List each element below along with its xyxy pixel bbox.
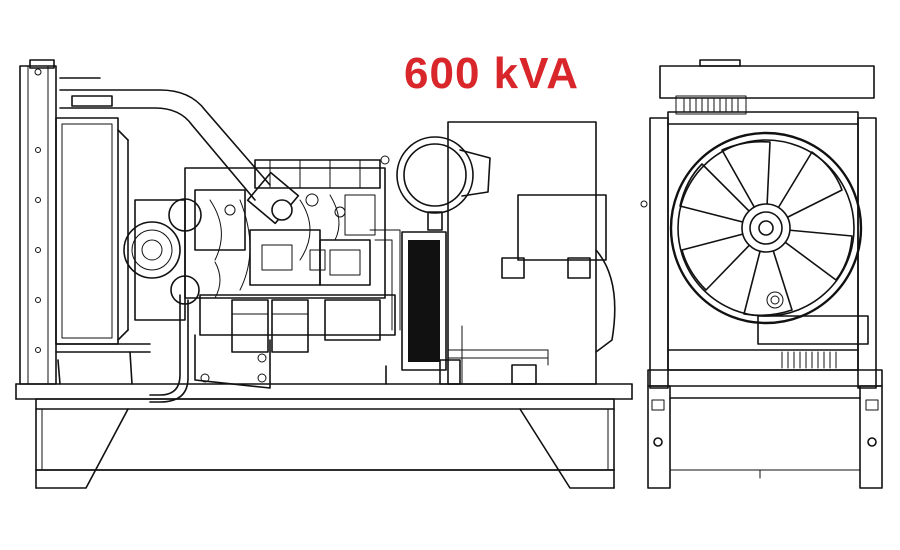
air-filter [396,136,491,231]
alternator [385,121,616,385]
coolant-pipe [59,77,300,225]
fan-blades [679,140,853,317]
engine-block [123,155,401,403]
end-radiator-frame [640,59,877,389]
side-view [15,59,633,489]
base-frame [15,383,633,489]
louvre-bottom [781,351,837,369]
end-view [640,59,883,489]
rating-label: 600 kVA [404,49,579,98]
louvre-top [683,97,739,113]
cooling-fan [669,131,863,325]
end-base [647,369,883,489]
